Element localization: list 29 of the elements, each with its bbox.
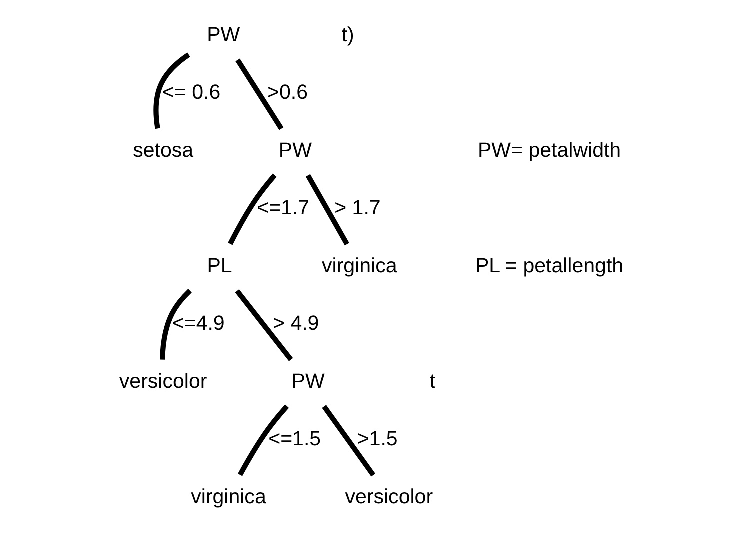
node-text: setosa <box>132 138 194 162</box>
connector <box>305 174 349 246</box>
connector <box>235 58 284 130</box>
connector <box>322 405 376 477</box>
connector <box>234 290 293 362</box>
connector <box>159 289 192 360</box>
node-text: virginica <box>190 485 266 508</box>
node-text: PW <box>206 23 240 46</box>
node-text: versicolor <box>344 485 433 508</box>
edge-label: >1.5 <box>356 428 398 451</box>
edge-label: >0.6 <box>267 81 308 104</box>
node-text: PW <box>278 138 312 162</box>
edge-label: > 1.7 <box>334 196 380 220</box>
label: t) <box>341 23 354 46</box>
node-text: PL <box>206 254 232 278</box>
node-text: PW <box>291 370 324 393</box>
edge-label: <=1.7 <box>256 196 310 220</box>
node-text: versicolor <box>118 370 207 393</box>
connector <box>228 174 276 246</box>
edge-label: <=1.5 <box>268 428 321 451</box>
label: PW= petalwidth <box>477 138 621 162</box>
connector <box>238 404 289 476</box>
edge-label: <= 0.6 <box>162 81 220 104</box>
label: PL = petallength <box>474 254 624 278</box>
connector <box>153 52 190 130</box>
edge-label: > 4.9 <box>272 312 319 336</box>
label: t <box>429 370 436 393</box>
node-text: virginica <box>322 254 397 278</box>
edge-label: <=4.9 <box>172 312 224 336</box>
